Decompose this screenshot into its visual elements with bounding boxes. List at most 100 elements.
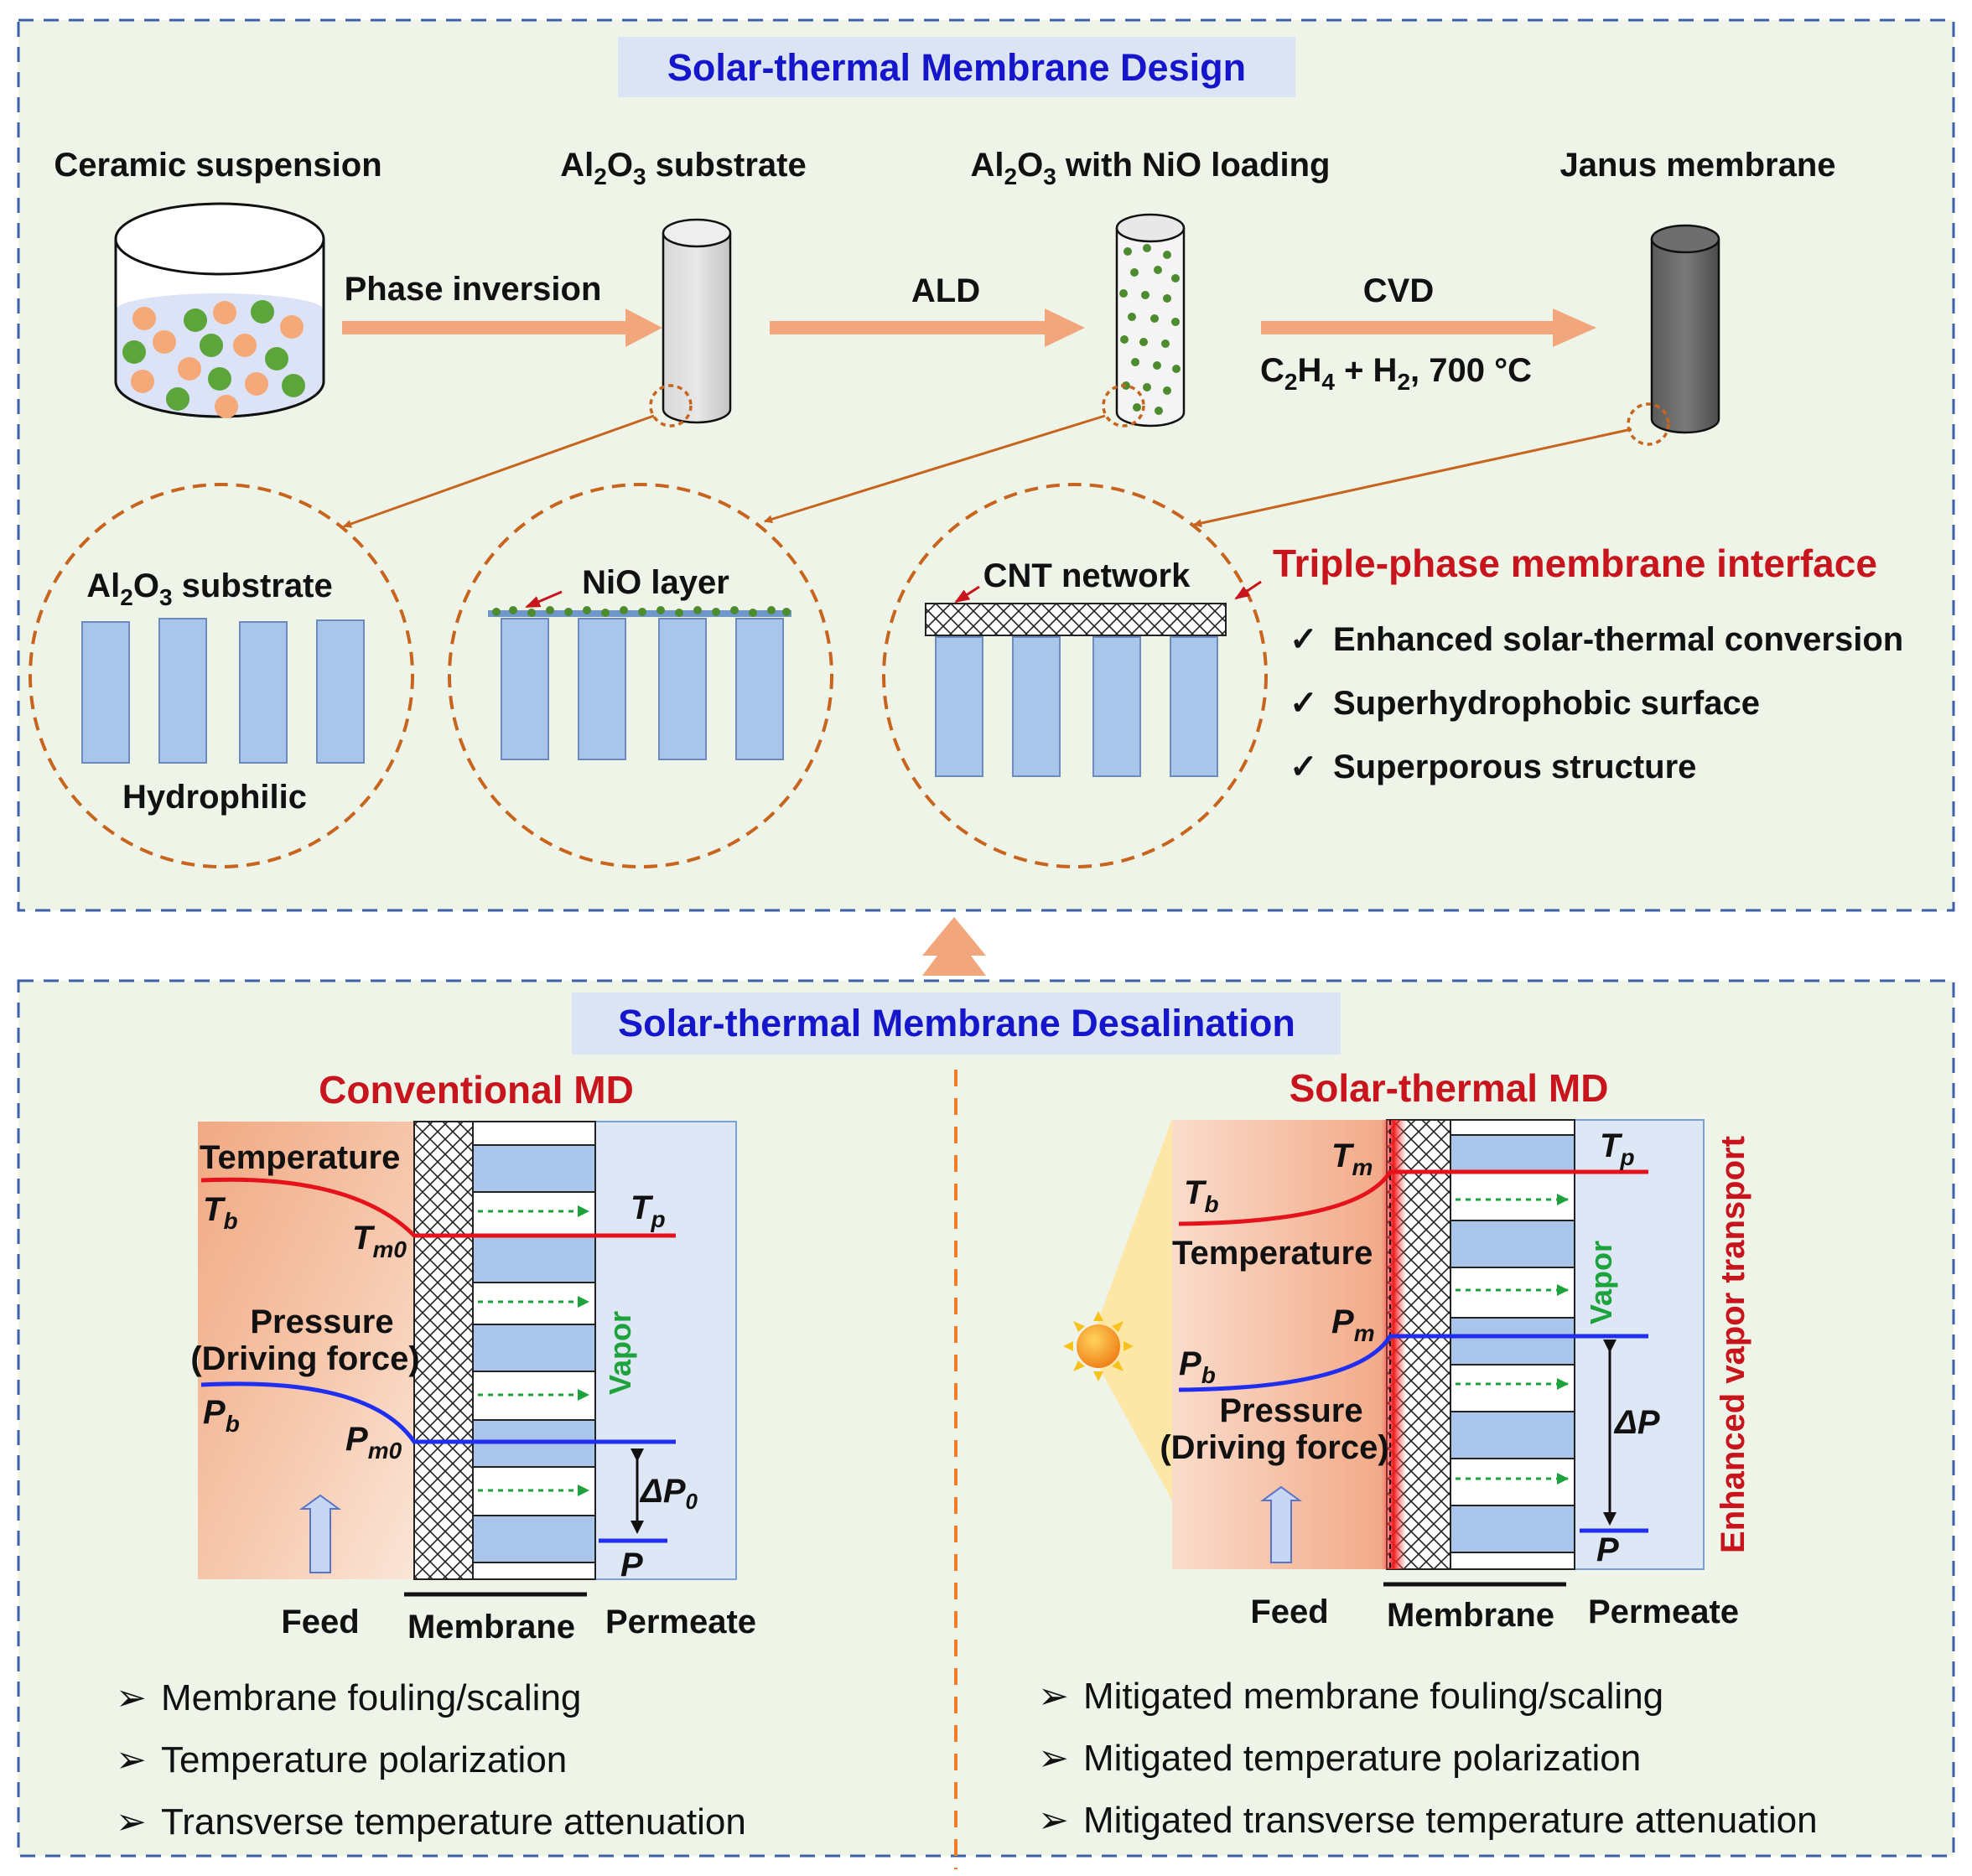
check-icon: ✓ — [1290, 685, 1318, 722]
driving-force-label: (Driving force) — [1160, 1429, 1388, 1466]
permeate-region — [1574, 1119, 1705, 1570]
design-title: Solar-thermal Membrane Design — [667, 46, 1246, 89]
bullet-item: Transverse temperature attenuation — [161, 1801, 746, 1842]
bullet-marker: ➢ — [1038, 1800, 1069, 1841]
solar-md-title: Solar-thermal MD — [1290, 1066, 1609, 1110]
membrane-label: Membrane — [1387, 1597, 1554, 1634]
ald-label: ALD — [911, 272, 980, 309]
design-panel: Solar-thermal Membrane Design Ceramic su… — [17, 18, 1955, 912]
al2o3-cylinder-icon — [649, 218, 732, 428]
bullet-item: Mitigated membrane fouling/scaling — [1083, 1676, 1663, 1717]
phase-inversion-label: Phase inversion — [345, 271, 602, 308]
bullet-item: Mitigated temperature polarization — [1083, 1738, 1641, 1779]
bullet-marker: ➢ — [1038, 1676, 1069, 1717]
vapor-flow-arrows — [478, 1205, 589, 1496]
bullet-item: Membrane fouling/scaling — [161, 1677, 581, 1718]
design-title-box — [618, 37, 1295, 97]
cnt-layer — [925, 603, 1227, 636]
nio-cylinder-icon — [1102, 213, 1186, 428]
al2o3-nio-label: Al2O3 with NiO loading — [971, 147, 1331, 189]
feature-item: Superhydrophobic surface — [1333, 685, 1760, 722]
particles — [122, 300, 305, 418]
conventional-md: Conventional MD Temperature — [116, 1068, 756, 1842]
conventional-bullets: ➢ Membrane fouling/scaling ➢ Temperature… — [116, 1677, 746, 1842]
tb-label: Tb — [1184, 1174, 1219, 1217]
tp-label: Tp — [631, 1189, 666, 1232]
pressure-line — [200, 1381, 676, 1444]
pressure-line — [1178, 1334, 1648, 1392]
sun-icon — [1063, 1311, 1134, 1381]
ceramic-suspension-label: Ceramic suspension — [54, 147, 381, 184]
conventional-md-title: Conventional MD — [319, 1068, 634, 1112]
driving-force-label: (Driving force) — [190, 1340, 419, 1377]
solar-thermal-md: Solar-thermal MD — [1038, 1066, 1818, 1841]
bullet-marker: ➢ — [1038, 1738, 1069, 1779]
bullet-item: Mitigated transverse temperature attenua… — [1083, 1800, 1818, 1841]
bullet-marker: ➢ — [116, 1677, 147, 1718]
zoom-substrate: Al2O3 substrate Hydrophilic — [29, 483, 414, 868]
zoom-arrow-2 — [764, 414, 1106, 524]
feature-item: Enhanced solar-thermal conversion — [1333, 621, 1903, 658]
down-arrow-icon — [922, 917, 986, 976]
phase-inversion-arrow: Phase inversion — [342, 271, 662, 347]
vapor-flow-arrows — [1456, 1194, 1569, 1485]
desalination-title: Solar-thermal Membrane Desalination — [618, 1002, 1295, 1044]
temperature-label: Temperature — [1172, 1235, 1373, 1272]
permeate-label: Permeate — [1588, 1594, 1739, 1630]
zoom-nio: NiO layer — [448, 483, 833, 868]
ceramic-beaker-icon — [114, 202, 325, 418]
delta-p0-label: ΔP0 — [639, 1473, 698, 1514]
bullet-marker: ➢ — [116, 1739, 147, 1780]
feed-flow-arrow-icon — [298, 1494, 342, 1573]
feature-item: Superporous structure — [1333, 749, 1696, 785]
temperature-line — [200, 1177, 676, 1238]
light-cone — [1088, 1118, 1172, 1500]
cnt-network-label: CNT network — [983, 557, 1191, 594]
membrane-pillars — [1450, 1134, 1575, 1553]
feature-list: ✓ Enhanced solar-thermal conversion ✓ Su… — [1290, 621, 1903, 785]
feed-flow-arrow-icon — [1259, 1485, 1303, 1563]
pressure-label: Pressure — [250, 1303, 393, 1340]
cvd-arrow: CVD C2H4 + H2, 700 °C — [1260, 272, 1596, 395]
bullet-marker: ➢ — [116, 1801, 147, 1842]
solar-bullets: ➢ Mitigated membrane fouling/scaling ➢ M… — [1038, 1676, 1818, 1841]
cnt-hatch — [413, 1121, 474, 1580]
triple-phase-title: Triple-phase membrane interface — [1273, 542, 1877, 585]
membrane-label: Membrane — [407, 1609, 575, 1645]
zoom-substrate-label: Al2O3 substrate — [86, 567, 332, 610]
temperature-label: Temperature — [200, 1139, 400, 1176]
check-icon: ✓ — [1290, 749, 1318, 785]
pb-label: Pb — [1179, 1345, 1216, 1388]
temperature-line — [1178, 1169, 1648, 1226]
janus-cylinder-icon — [1627, 224, 1720, 446]
tp-label: Tp — [1600, 1127, 1635, 1170]
ald-arrow: ALD — [770, 272, 1085, 347]
nio-layer-label: NiO layer — [582, 564, 729, 601]
vapor-label: Vapor — [603, 1311, 637, 1395]
pm0-label: Pm0 — [345, 1421, 402, 1464]
pm-label: Pm — [1331, 1303, 1375, 1346]
pressure-label: Pressure — [1219, 1392, 1362, 1429]
permeate-region — [594, 1121, 737, 1580]
cvd-conditions-label: C2H4 + H2, 700 °C — [1260, 352, 1532, 395]
tb-label: Tb — [203, 1191, 238, 1234]
janus-membrane-label: Janus membrane — [1559, 147, 1835, 184]
pb-label: Pb — [203, 1394, 240, 1437]
tm-label: Tm — [1331, 1138, 1373, 1180]
enhanced-vapor-label: Enhanced vapor transport — [1715, 1136, 1751, 1553]
vapor-label: Vapor — [1584, 1241, 1618, 1324]
permeate-label: Permeate — [605, 1604, 756, 1640]
al2o3-substrate-label: Al2O3 substrate — [560, 147, 806, 189]
zoom-arrow-3 — [1193, 428, 1632, 527]
delta-p-label: ΔP — [1613, 1404, 1660, 1441]
check-icon: ✓ — [1290, 621, 1318, 658]
tm0-label: Tm0 — [352, 1220, 407, 1262]
bullet-item: Temperature polarization — [161, 1739, 567, 1780]
p-label: P — [1596, 1531, 1619, 1568]
feed-region — [198, 1122, 416, 1579]
zoom-cnt: CNT network — [882, 483, 1268, 868]
feed-label: Feed — [281, 1604, 359, 1640]
cvd-label: CVD — [1363, 272, 1434, 309]
desalination-panel: Solar-thermal Membrane Desalination Conv… — [17, 979, 1955, 1869]
